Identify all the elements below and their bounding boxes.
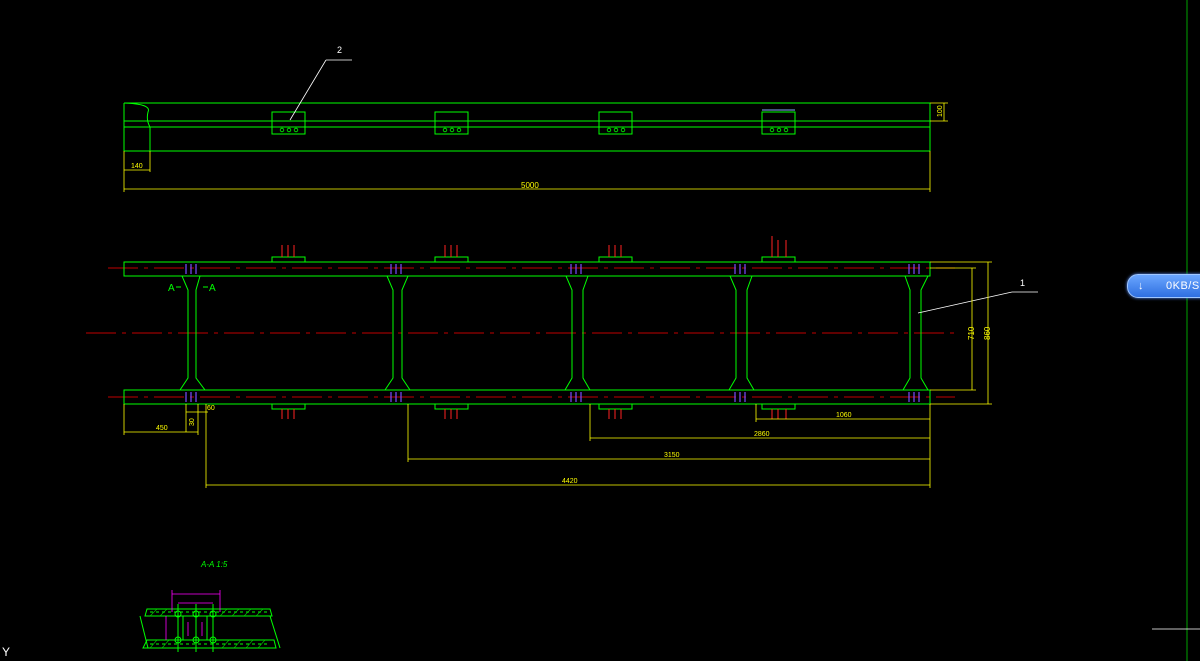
crossbeam-1 xyxy=(179,275,206,391)
section-hatching xyxy=(149,608,266,649)
lower-rail xyxy=(123,389,931,405)
bracket-bolts xyxy=(281,236,787,419)
bracket-3 xyxy=(598,111,633,135)
plan-dimensions-bottom xyxy=(123,404,931,488)
section-bolts xyxy=(174,604,217,652)
part-label-2: 2 xyxy=(337,45,342,55)
crossbeam-5 xyxy=(902,275,929,391)
section-mark-left: A xyxy=(168,283,175,294)
section-dimensions xyxy=(165,590,221,640)
dim-overall: 5000 xyxy=(521,181,539,190)
download-speed-value: 0KB/S xyxy=(1166,280,1200,292)
leader-part-2 xyxy=(289,59,352,121)
top-dimensions xyxy=(123,102,948,192)
crossbeam-bolts xyxy=(185,264,920,402)
viewport-edge xyxy=(1152,0,1200,661)
leader-part-1 xyxy=(917,291,1038,314)
dim-height-top: 100 xyxy=(937,105,944,117)
plan-dimensions-right xyxy=(930,261,992,405)
dim-2860: 2860 xyxy=(754,431,770,438)
section-title: A-A 1:5 xyxy=(200,560,228,569)
dim-710: 710 xyxy=(967,326,976,340)
dim-860: 860 xyxy=(983,326,992,340)
part-label-1: 1 xyxy=(1020,278,1025,288)
centerlines xyxy=(86,267,955,398)
dim-60: 60 xyxy=(207,405,215,412)
crossbeam-2 xyxy=(384,275,411,391)
top-view-bolts xyxy=(279,127,789,133)
bracket-4 xyxy=(761,111,796,135)
dim-3150: 3150 xyxy=(664,452,680,459)
dim-end: 140 xyxy=(131,163,143,170)
crossbeam-4 xyxy=(728,275,755,391)
upper-rail xyxy=(123,261,931,277)
dim-30: 30 xyxy=(189,418,196,426)
ucs-y-label: Y xyxy=(2,645,10,659)
top-elevation-view xyxy=(123,102,931,152)
dim-450: 450 xyxy=(156,425,168,432)
section-mark-right: A xyxy=(209,283,216,294)
download-speed-widget[interactable]: ↓ 0KB/S xyxy=(1127,274,1200,298)
crossbeam-3 xyxy=(564,275,591,391)
bracket-1 xyxy=(271,111,306,135)
dim-4420: 4420 xyxy=(562,478,578,485)
download-arrow-icon: ↓ xyxy=(1138,280,1144,292)
plan-view xyxy=(123,256,931,410)
dim-1060: 1060 xyxy=(836,412,852,419)
bracket-2 xyxy=(434,111,469,135)
